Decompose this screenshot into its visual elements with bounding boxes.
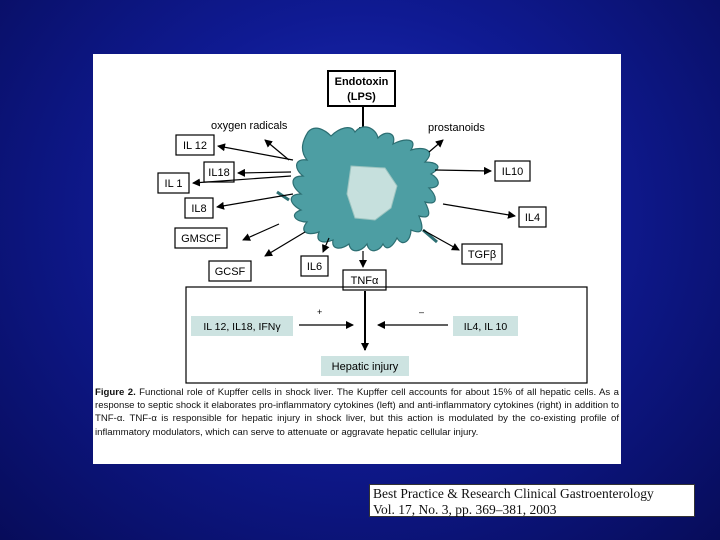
arrow-oxygen-radicals — [264, 139, 290, 161]
arrow-gmscf — [242, 223, 280, 241]
arrow-il4 — [442, 203, 516, 219]
arrow-il1 — [192, 175, 292, 187]
tnf-box — [342, 269, 387, 291]
tnf-label: TNFα — [351, 275, 379, 287]
cytokine-box-il10: IL10 — [494, 160, 531, 182]
cell-nucleus — [346, 165, 398, 221]
plus-sign: + — [317, 307, 322, 317]
arrow-gcsf — [264, 231, 306, 257]
arrow-prostanoids — [428, 139, 444, 153]
arrow-il8 — [216, 193, 294, 210]
caption-label: Figure 2. — [95, 387, 136, 398]
cytokine-label: IL18 — [208, 167, 229, 179]
kupffer-diagram: Endotoxin (LPS) oxygen radicals prostano… — [157, 70, 588, 384]
cytokine-label: IL4 — [525, 212, 540, 224]
pro-inflammatory-label: IL 12, IL18, IFNγ — [203, 321, 281, 333]
cytokine-box-il4: IL4 — [518, 206, 547, 228]
cell-protrusion — [422, 228, 438, 244]
cytokine-box-gmscf: GMSCF — [174, 227, 228, 249]
cytokine-box-il6: IL6 — [300, 255, 329, 277]
cytokine-box-il8: IL8 — [184, 197, 214, 219]
citation-journal: Best Practice & Research Clinical Gastro… — [373, 486, 654, 501]
citation-volume: Vol. 17, No. 3, pp. 369–381, 2003 — [373, 502, 557, 517]
cytokine-box-il1: IL 1 — [157, 172, 190, 194]
cytokine-box-il18: IL18 — [203, 161, 235, 183]
cytokine-label: IL 1 — [165, 178, 183, 190]
arrow-il12 — [217, 143, 294, 161]
endotoxin-label-line2: (LPS) — [347, 91, 376, 103]
cytokine-box-tgfb: TGFβ — [461, 243, 503, 265]
arrow-tgfb — [422, 229, 460, 251]
anti-inflammatory-box — [453, 316, 518, 336]
citation-box: Best Practice & Research Clinical Gastro… — [369, 484, 695, 517]
caption-text: Functional role of Kupffer cells in shoc… — [95, 387, 619, 438]
figure-panel: Endotoxin (LPS) oxygen radicals prostano… — [93, 54, 621, 464]
cytokine-label: IL8 — [191, 203, 206, 215]
cytokine-label: IL 12 — [183, 140, 207, 152]
hepatic-injury-box — [321, 356, 409, 376]
oxygen-radicals-label: oxygen radicals — [211, 120, 288, 132]
pro-inflammatory-box — [191, 316, 293, 336]
minus-sign: – — [419, 307, 424, 317]
cytokine-label: GCSF — [215, 266, 246, 278]
prostanoids-label: prostanoids — [428, 122, 485, 134]
endotoxin-box — [327, 70, 396, 107]
figure-caption: Figure 2. Functional role of Kupffer cel… — [95, 386, 619, 439]
modulation-box — [185, 286, 588, 384]
endotoxin-label-line1: Endotoxin — [335, 76, 389, 88]
arrow-il10 — [434, 166, 492, 175]
anti-inflammatory-label: IL4, IL 10 — [464, 321, 508, 333]
cytokine-box-gcsf: GCSF — [208, 260, 252, 282]
hepatic-injury-label: Hepatic injury — [332, 361, 399, 373]
cytokine-box-il12: IL 12 — [175, 134, 215, 156]
arrow-il18 — [237, 168, 292, 177]
cytokine-label: GMSCF — [181, 233, 221, 245]
arrow-il6 — [322, 237, 330, 253]
cytokine-label: TGFβ — [468, 249, 496, 261]
cytokine-label: IL10 — [502, 166, 523, 178]
cytokine-label: IL6 — [307, 261, 322, 273]
